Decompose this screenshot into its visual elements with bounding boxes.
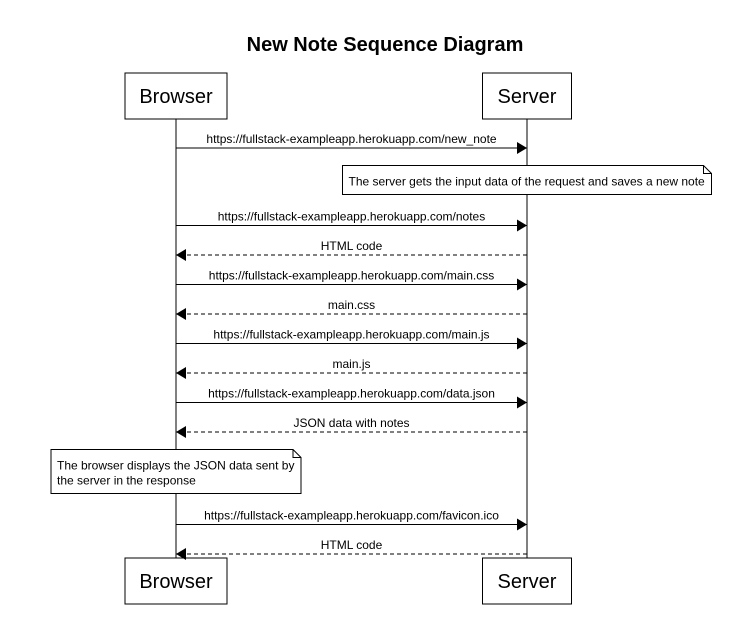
- message-label: HTML code: [321, 239, 383, 253]
- note-text: The server gets the input data of the re…: [349, 175, 706, 189]
- actor-browser-bottom: Browser: [124, 557, 228, 605]
- note-text: the server in the response: [57, 474, 196, 488]
- message-label: https://fullstack-exampleapp.herokuapp.c…: [208, 387, 495, 401]
- note-box: [50, 449, 302, 494]
- note-fold: [292, 449, 301, 458]
- actor-box: [482, 557, 572, 605]
- actor-label: Browser: [139, 571, 213, 593]
- message-label: https://fullstack-exampleapp.herokuapp.c…: [204, 509, 499, 523]
- note-text: The browser displays the JSON data sent …: [57, 459, 294, 473]
- diagram-steps: https://fullstack-exampleapp.herokuapp.c…: [50, 132, 712, 560]
- message: main.css: [176, 298, 527, 320]
- message-label: main.js: [332, 357, 370, 371]
- note: The browser displays the JSON data sent …: [50, 449, 302, 494]
- message-label: JSON data with notes: [293, 416, 409, 430]
- actor-label: Server: [498, 86, 557, 108]
- message: https://fullstack-exampleapp.herokuapp.c…: [176, 132, 527, 154]
- message: HTML code: [176, 239, 527, 261]
- actor-browser-top: Browser: [124, 72, 228, 120]
- message-label: main.css: [328, 298, 375, 312]
- message-label: https://fullstack-exampleapp.herokuapp.c…: [209, 269, 494, 283]
- message: main.js: [176, 357, 527, 379]
- message-label: https://fullstack-exampleapp.herokuapp.c…: [218, 210, 485, 224]
- message: https://fullstack-exampleapp.herokuapp.c…: [176, 210, 527, 232]
- actor-box: [124, 72, 228, 120]
- note: The server gets the input data of the re…: [342, 165, 712, 195]
- message: https://fullstack-exampleapp.herokuapp.c…: [176, 509, 527, 531]
- message: HTML code: [176, 538, 527, 560]
- actor-box: [482, 72, 572, 120]
- message-label: https://fullstack-exampleapp.herokuapp.c…: [206, 132, 496, 146]
- message: https://fullstack-exampleapp.herokuapp.c…: [176, 387, 527, 409]
- actor-label: Server: [498, 571, 557, 593]
- note-fold: [703, 165, 712, 174]
- actor-server-bottom: Server: [482, 557, 572, 605]
- message-label: https://fullstack-exampleapp.herokuapp.c…: [213, 328, 489, 342]
- diagram-title: New Note Sequence Diagram: [247, 34, 524, 56]
- message: https://fullstack-exampleapp.herokuapp.c…: [176, 269, 527, 291]
- actor-server-top: Server: [482, 72, 572, 120]
- message: JSON data with notes: [176, 416, 527, 438]
- message-label: HTML code: [321, 538, 383, 552]
- note-box: [342, 165, 712, 195]
- message: https://fullstack-exampleapp.herokuapp.c…: [176, 328, 527, 350]
- actor-box: [124, 557, 228, 605]
- actor-label: Browser: [139, 86, 213, 108]
